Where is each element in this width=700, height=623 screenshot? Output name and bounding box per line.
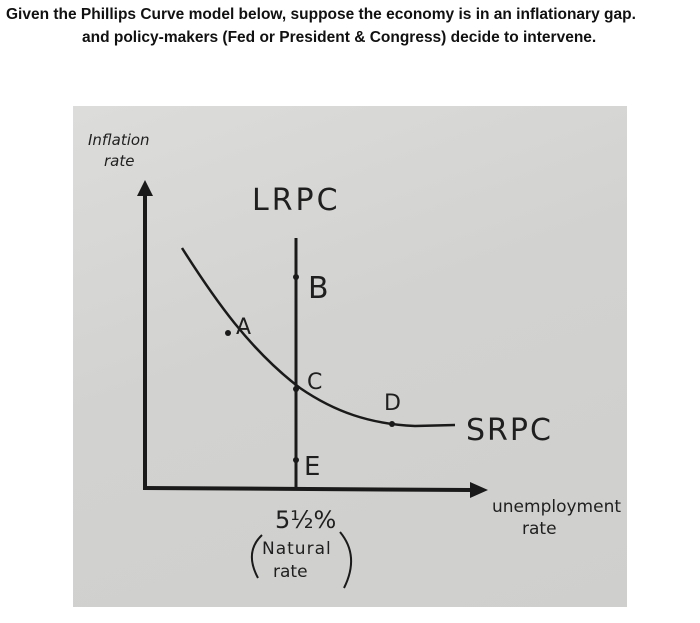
point-e-dot [293, 457, 299, 463]
left-paren [251, 534, 263, 579]
point-a-label: A [236, 315, 251, 340]
point-b-dot [293, 274, 299, 280]
point-c-dot [293, 386, 299, 392]
question-line-1: Given the Phillips Curve model below, su… [6, 6, 636, 23]
natural-rate-label-2: rate [273, 562, 308, 582]
diagram-photo [73, 106, 627, 607]
srpc-label: SRPC [466, 413, 553, 448]
y-axis-arrowhead [137, 180, 153, 196]
x-axis [142, 486, 471, 492]
x-axis-label-1: unemployment [492, 497, 621, 517]
right-paren [339, 531, 352, 589]
x-axis-label-2: rate [522, 519, 557, 539]
x-axis-arrowhead [470, 482, 488, 498]
point-a-dot [225, 330, 231, 336]
natural-rate-value: 5½% [275, 506, 336, 534]
point-c-label: C [307, 370, 322, 395]
y-axis-label-2: rate [104, 152, 134, 170]
point-d-dot [389, 421, 395, 427]
y-axis-label-1: Inflation [88, 131, 150, 149]
lrpc-label: LRPC [252, 183, 341, 218]
natural-rate-label-1: Natural [262, 539, 332, 559]
question-line-2: and policy-makers (Fed or President & Co… [82, 29, 597, 46]
srpc-curve [180, 247, 456, 428]
point-d-label: D [384, 391, 401, 416]
point-e-label: E [304, 452, 320, 482]
point-b-label: B [308, 271, 329, 306]
